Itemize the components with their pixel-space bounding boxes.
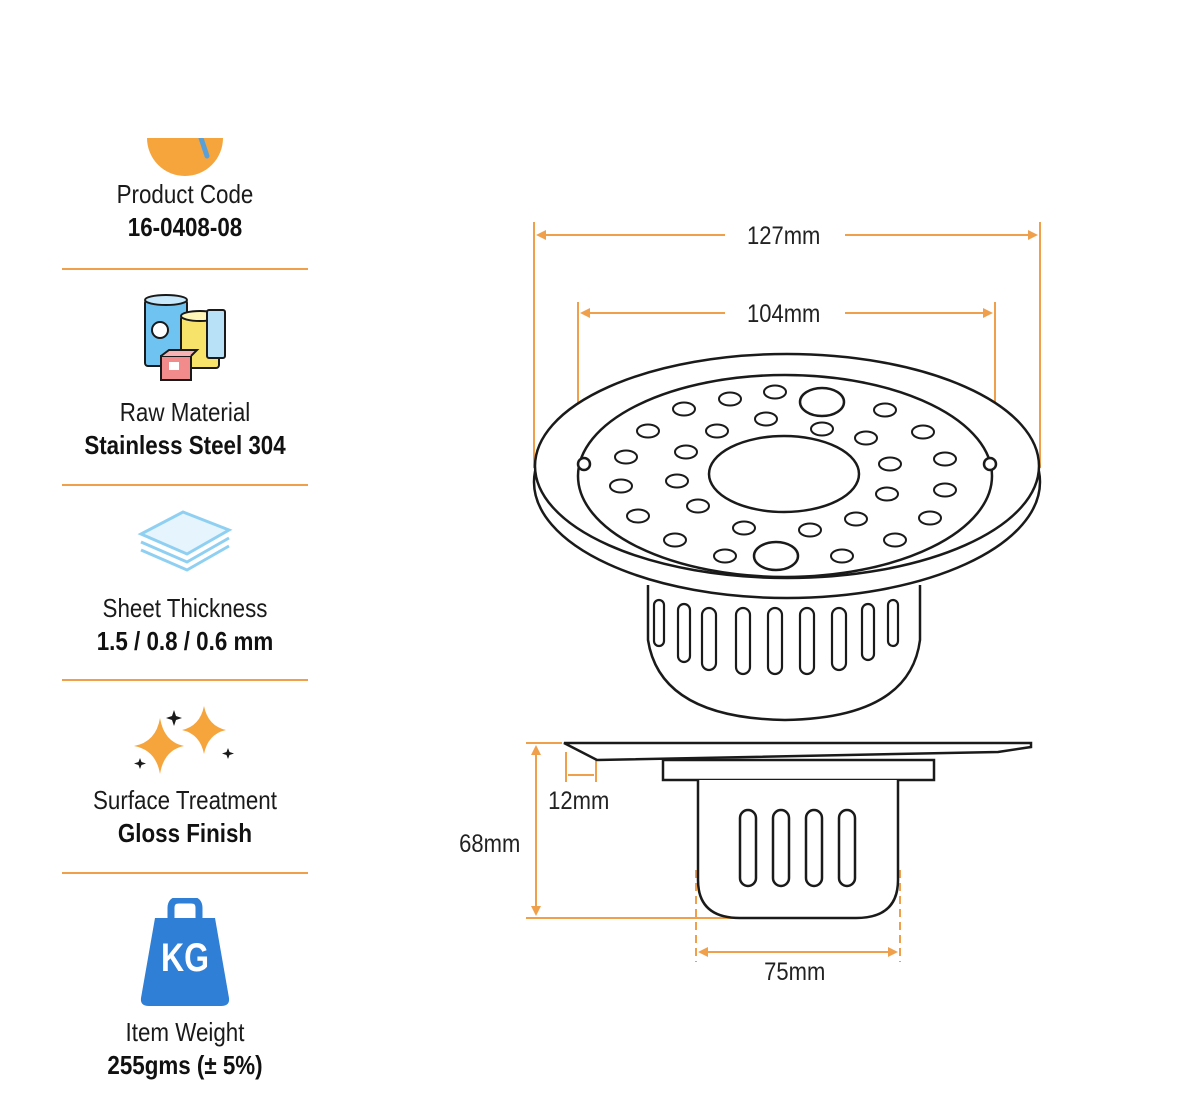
dim-outer-width: 127mm: [747, 222, 821, 250]
dim-rim: 12mm: [548, 787, 610, 815]
divider: [62, 679, 308, 681]
material-drums-icon: [144, 294, 226, 381]
spec-label: Sheet Thickness: [102, 593, 268, 623]
spec-label: Product Code: [116, 179, 254, 209]
sparkle-icon: [134, 706, 234, 774]
divider: [62, 484, 308, 486]
dim-inner-width: 104mm: [747, 300, 821, 328]
spec-label: Raw Material: [119, 397, 251, 427]
divider: [62, 268, 308, 270]
spec-surface-treatment: Surface Treatment Gloss Finish: [62, 704, 308, 850]
spec-product-code: Product Code 16-0408-08: [62, 138, 308, 244]
spec-value: 16-0408-08: [127, 212, 243, 242]
spec-value: Gloss Finish: [117, 818, 253, 848]
divider: [62, 872, 308, 874]
drain-side-view: [563, 741, 1033, 920]
kg-weight-icon: KG: [137, 898, 233, 1008]
dimension-lines: [526, 222, 1041, 962]
spec-label: Surface Treatment: [93, 785, 277, 815]
sheet-layers-icon: [137, 510, 233, 572]
dim-body-width: 75mm: [764, 958, 826, 986]
spec-raw-material: Raw Material Stainless Steel 304: [62, 292, 308, 462]
code-badge-icon: [147, 138, 223, 176]
spec-value: Stainless Steel 304: [84, 430, 286, 460]
spec-label: Item Weight: [125, 1017, 245, 1047]
spec-value: 255gms (± 5%): [107, 1050, 263, 1080]
dim-height: 68mm: [459, 830, 521, 858]
spec-sheet-thickness: Sheet Thickness 1.5 / 0.8 / 0.6 mm: [62, 508, 308, 658]
kg-label: KG: [161, 936, 209, 980]
spec-item-weight: KG Item Weight 255gms (± 5%): [62, 898, 308, 1082]
drain-top-view: [532, 352, 1042, 722]
spec-value: 1.5 / 0.8 / 0.6 mm: [96, 626, 274, 656]
